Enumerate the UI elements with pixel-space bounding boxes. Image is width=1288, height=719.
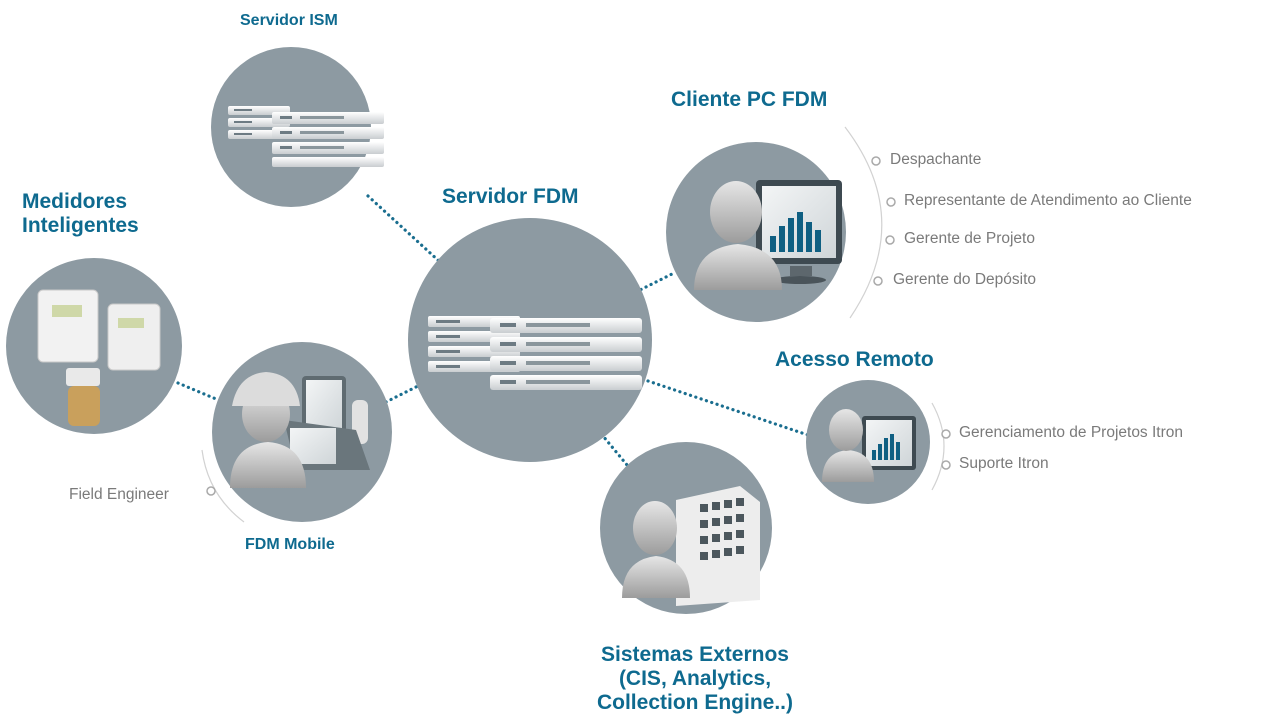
title-sistemas-externos-line1: Sistemas Externos [601,643,789,666]
node-servidor-ism [211,47,384,207]
connector-fdm-mobile [384,384,420,404]
connector-medidores-mobile [176,381,218,401]
title-sistemas-externos-line3: Collection Engine..) [596,691,793,715]
connectors [176,194,810,473]
role-representante: Representante de Atendimento ao Cliente [904,192,1192,209]
role-suporte-itron: Suporte Itron [959,455,1049,472]
title-medidores-line2: Inteligentes [22,214,139,238]
role-dot [941,429,951,439]
field-engineer-icon [230,372,370,488]
title-servidor-fdm: Servidor FDM [442,185,579,208]
connector-fdm-cliente [634,270,678,294]
title-sistemas-externos: Sistemas Externos (CIS, Analytics, Colle… [563,643,827,715]
role-dot [873,276,883,286]
smart-meter-icon [37,289,161,426]
node-sistemas-externos [600,442,772,614]
node-fdm-mobile [212,342,392,522]
node-medidores [6,258,182,434]
title-acesso-remoto: Acesso Remoto [775,348,934,371]
node-cliente-pc-fdm [666,142,846,322]
role-dot [871,156,881,166]
arc-remoto-roles [931,402,945,491]
role-despachante: Despachante [890,151,982,168]
title-fdm-mobile: FDM Mobile [245,536,335,553]
node-servidor-fdm [408,218,652,462]
title-cliente-pc-fdm: Cliente PC FDM [671,88,828,111]
role-gerente-deposito: Gerente do Depósito [893,271,1037,288]
role-dot [885,235,895,245]
arc-cliente-roles [844,126,883,319]
server-rack-icon [228,106,384,167]
role-gerenciamento-itron: Gerenciamento de Projetos Itron [959,424,1184,441]
role-dot [941,460,951,470]
title-medidores-line1: Medidores [22,190,128,213]
user-monitor-icon [822,409,916,482]
connector-fdm-externos [596,428,634,473]
title-medidores: Medidores Inteligentes [22,190,139,238]
connector-ism-fdm [366,194,442,264]
user-monitor-icon [694,180,842,290]
connector-fdm-remoto [646,379,810,437]
role-dot [886,197,896,207]
title-sistemas-externos-line2: (CIS, Analytics, [618,667,772,691]
role-dots [206,156,951,496]
role-gerente-projeto: Gerente de Projeto [904,230,1035,247]
server-rack-icon [428,316,642,390]
role-dot [206,486,216,496]
user-building-icon [622,486,760,606]
node-acesso-remoto [806,380,930,504]
role-field-engineer: Field Engineer [69,486,169,503]
title-servidor-ism: Servidor ISM [240,12,338,29]
